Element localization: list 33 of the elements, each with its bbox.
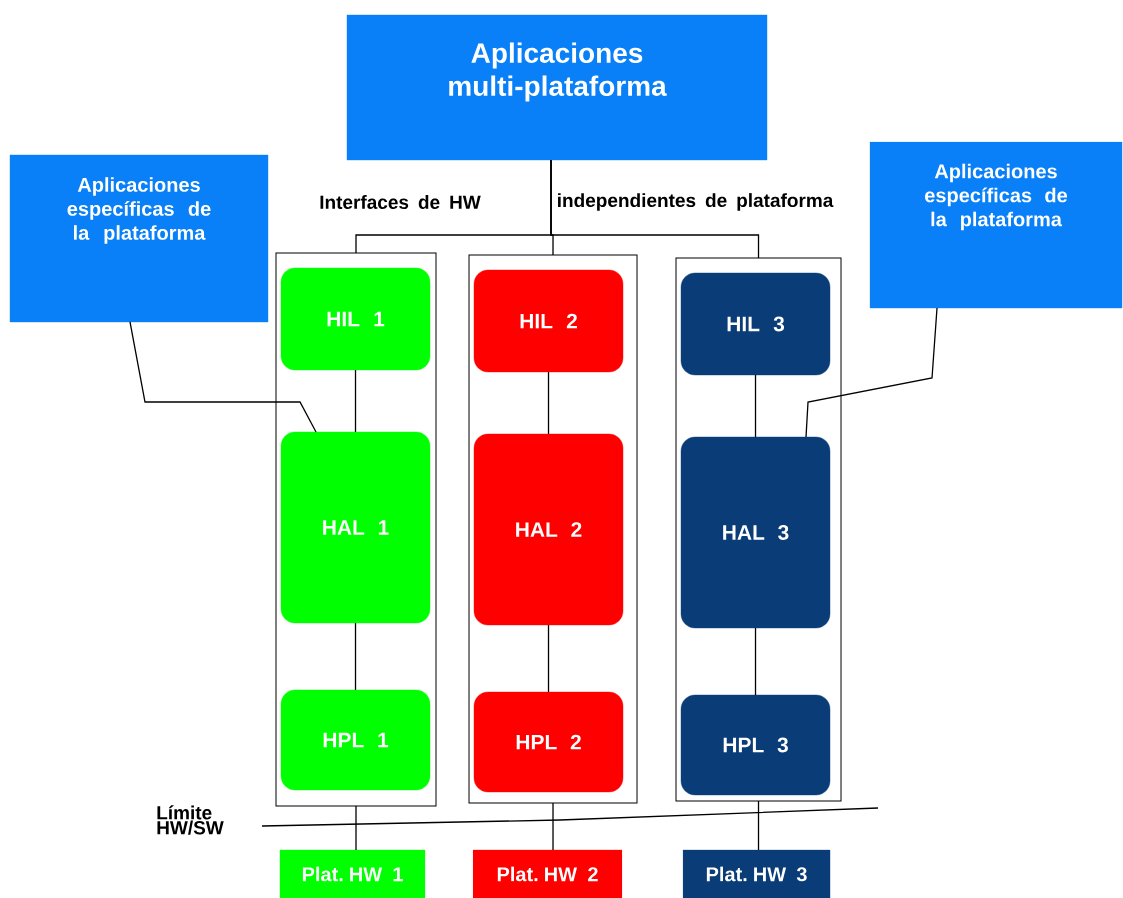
application-box: Aplicaciones específicas de la plataforma xyxy=(869,141,1123,309)
platform-column xyxy=(675,257,842,802)
connector-line xyxy=(552,802,554,851)
annotation-text: Interfaces de HW xyxy=(320,195,481,209)
connector-line xyxy=(757,800,760,851)
hardware-box: Plat. HW 1 xyxy=(279,849,426,898)
connector-line xyxy=(754,627,757,696)
annotation-text: Límite HW/SW xyxy=(157,805,224,835)
leader-line xyxy=(805,307,938,438)
layer-box: HPL 3 xyxy=(680,694,831,796)
layer-box: HIL 3 xyxy=(680,272,831,376)
application-box: Aplicaciones específicas de la plataforma xyxy=(9,154,269,323)
annotation-text: independientes de plataforma xyxy=(558,193,834,211)
platform-column xyxy=(468,254,638,804)
layer-box: HAL 3 xyxy=(680,436,831,629)
layer-box: HIL 1 xyxy=(280,267,431,371)
connector-line xyxy=(355,805,357,851)
hardware-box: Plat. HW 3 xyxy=(682,849,831,898)
hardware-box: Plat. HW 2 xyxy=(472,849,623,898)
layer-box: HPL 2 xyxy=(473,691,624,793)
layer-box: HPL 1 xyxy=(280,689,431,791)
platform-column xyxy=(275,252,437,807)
layer-box: HIL 2 xyxy=(473,269,624,373)
connector-line xyxy=(754,374,757,438)
connector-line xyxy=(547,371,550,435)
application-box: Aplicaciones multi-plataforma xyxy=(346,14,768,161)
connector-line xyxy=(550,159,760,259)
layer-box: HAL 1 xyxy=(280,431,431,624)
leader-line xyxy=(129,321,317,433)
connector-line xyxy=(354,369,357,433)
connector-line xyxy=(354,622,357,691)
connector-line xyxy=(547,624,550,693)
layer-box: HAL 2 xyxy=(473,433,624,626)
